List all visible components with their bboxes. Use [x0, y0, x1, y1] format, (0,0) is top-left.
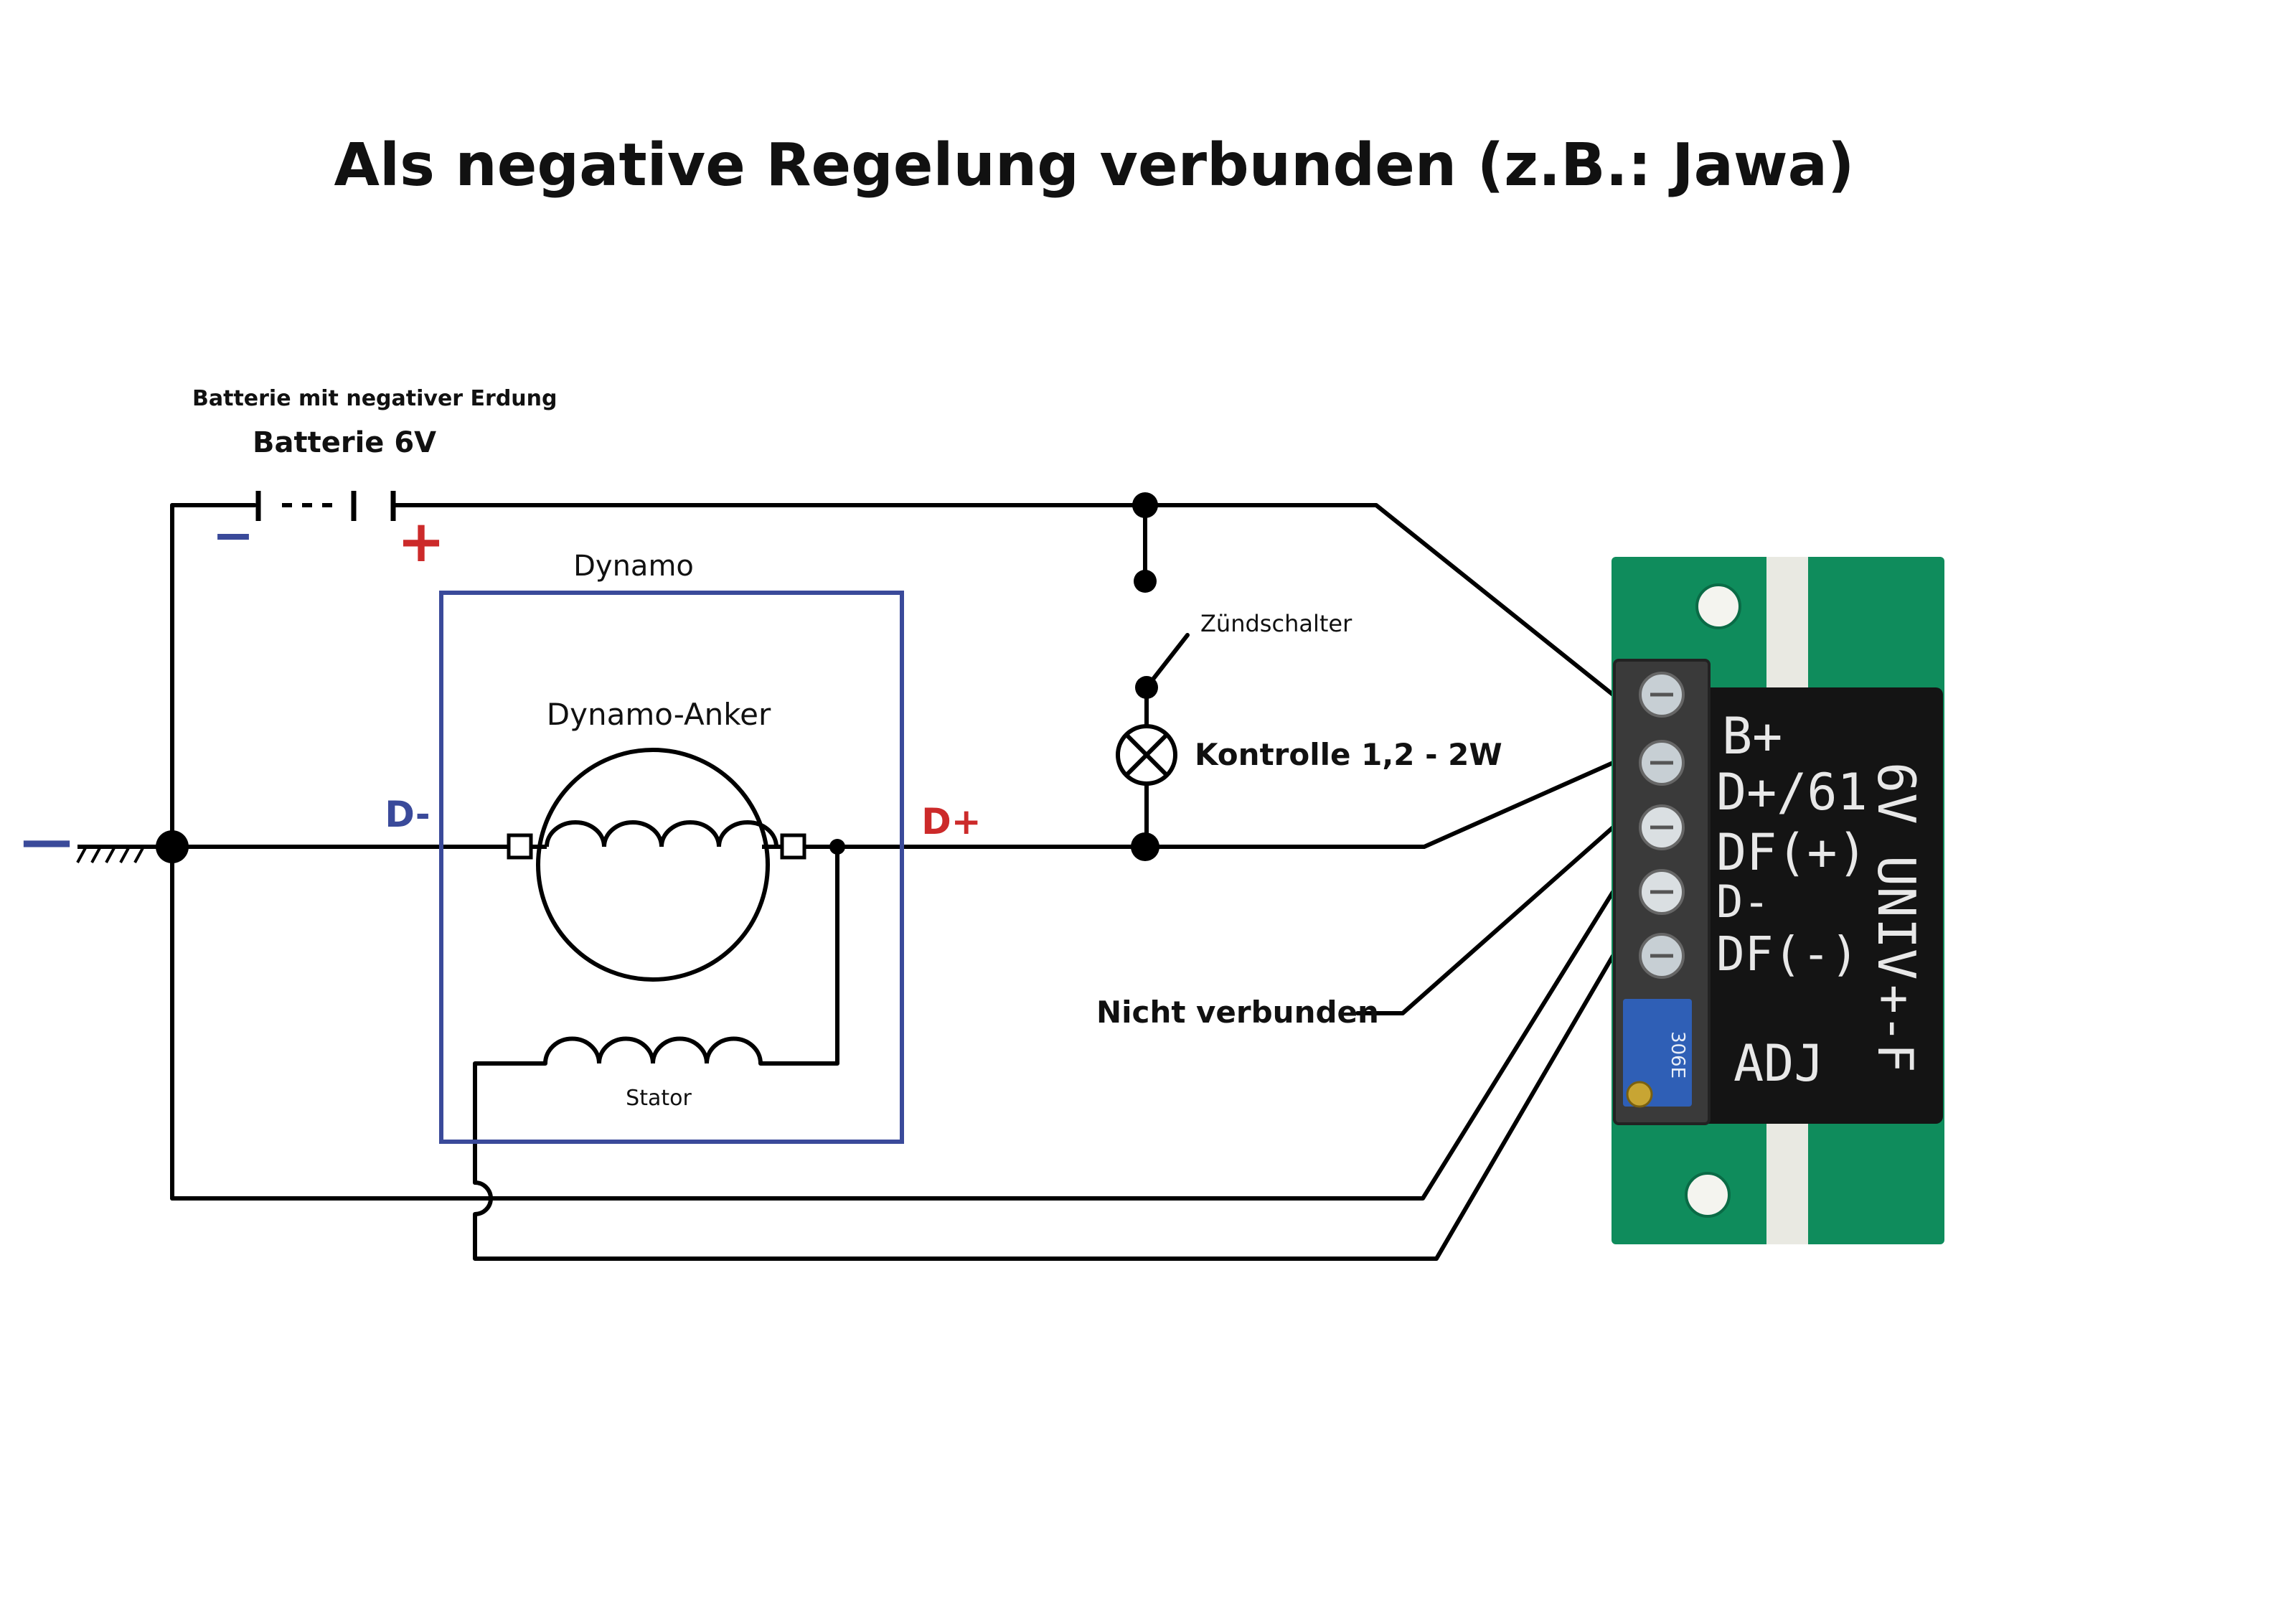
battery-symbol: [255, 491, 396, 521]
stator-coil: [543, 1036, 763, 1064]
dynamo-box: [439, 591, 904, 1144]
wire-not-connected: [1355, 825, 1615, 1015]
d-plus-label: D+: [921, 801, 981, 842]
dynamo-armature: [506, 748, 806, 982]
not-connected-label: Nicht verbunden: [1096, 995, 1379, 1030]
ground-minus-sign: —: [21, 810, 72, 870]
dynamo-label: Dynamo: [573, 550, 694, 583]
junction-dplus: [1131, 832, 1159, 861]
battery-subtitle: Batterie mit negativer Erdung: [192, 386, 557, 411]
battery-plus-sign: +: [397, 508, 445, 575]
ignition-switch-label: Zündschalter: [1200, 610, 1352, 637]
diagram-title: Als negative Regelung verbunden (z.B.: J…: [334, 131, 1855, 199]
terminal-screws: [1639, 672, 1685, 979]
wire-stator-to-df: [473, 954, 1615, 1261]
circuit-wires: [145, 503, 1615, 1261]
d-minus-label: D-: [385, 794, 430, 835]
control-lamp-label: Kontrolle 1,2 - 2W: [1195, 737, 1502, 772]
mount-hole-bottom: [1685, 1172, 1731, 1218]
stator-label: Stator: [626, 1086, 692, 1111]
switch-contact-top: [1134, 570, 1157, 593]
junction-ground: [156, 830, 189, 863]
trim-potentiometer-screw: [1626, 1081, 1653, 1108]
ground-icon: [76, 845, 147, 863]
trim-potentiometer: [1623, 999, 1692, 1107]
lamp-icon: [1116, 724, 1177, 786]
regulator-model: 6V UNIV: [1866, 762, 1926, 980]
dynamo-armature-label: Dynamo-Anker: [547, 697, 771, 732]
mount-hole-top: [1695, 583, 1741, 629]
wire-armature-to-stator: [758, 845, 839, 1066]
switch-contact-bottom: [1135, 676, 1158, 699]
armature-brush-left: [507, 833, 533, 860]
wire-stator-left: [473, 1061, 547, 1185]
junction-armature: [829, 839, 845, 855]
terminal-label-df-minus: DF(-): [1716, 926, 1859, 982]
regulator-module: 306E B+ D+/61 DF(+) D- DF(-) 6V UNIV +-F…: [1612, 557, 1944, 1244]
terminal-label-b-plus: B+: [1722, 707, 1782, 766]
terminal-label-d-plus: D+/61: [1716, 763, 1868, 822]
regulator-polarity: +-F: [1866, 985, 1923, 1073]
regulator-body: [1650, 687, 1943, 1124]
armature-brush-right: [780, 833, 806, 860]
wire-ground-to-d-minus-terminal: [170, 890, 1615, 1201]
wire-dplus-to-terminal: [794, 761, 1615, 849]
wire-battery-positive-to-b-plus: [391, 503, 1615, 697]
terminal-label-d-minus: D-: [1716, 875, 1770, 928]
battery-minus-sign: −: [212, 506, 255, 565]
pot-marking: 306E: [1667, 1031, 1688, 1079]
regulator-adjust: ADJ: [1733, 1034, 1824, 1093]
battery-label: Batterie 6V: [253, 426, 436, 459]
terminal-label-df-plus: DF(+): [1716, 823, 1868, 882]
junction-top: [1132, 492, 1158, 518]
